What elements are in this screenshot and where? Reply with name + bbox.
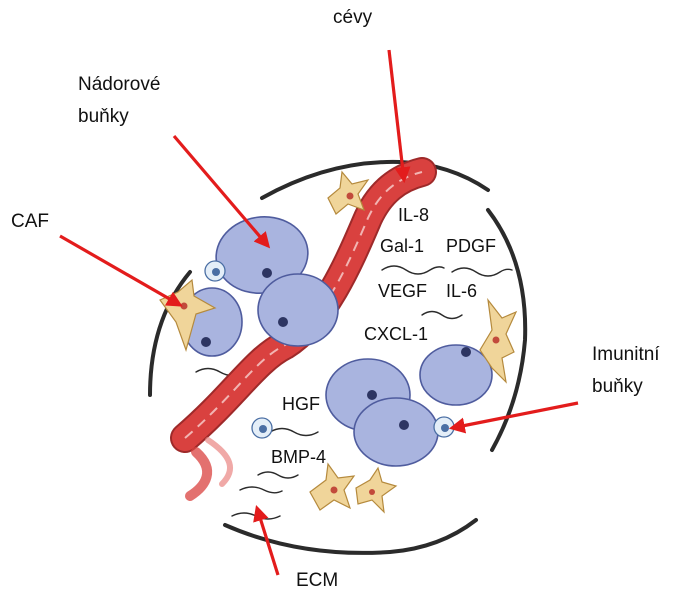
- tumor-cell: [258, 274, 338, 346]
- factor-pdgf: PDGF: [446, 236, 496, 256]
- arrow-imunitni-bunky: [452, 403, 578, 428]
- label-ecm: ECM: [296, 570, 338, 591]
- label-caf: CAF: [11, 211, 49, 232]
- caf-cell: [356, 468, 396, 512]
- caf-cell: [328, 172, 368, 214]
- label-imunitni-line1: Imunitní: [592, 344, 660, 365]
- label-cevy: cévy: [333, 7, 373, 28]
- factor-cxcl1: CXCL-1: [364, 324, 428, 344]
- factor-il8: IL-8: [398, 205, 429, 225]
- factor-vegf: VEGF: [378, 281, 427, 301]
- factor-hgf: HGF: [282, 394, 320, 414]
- label-imunitni-line2: buňky: [592, 376, 643, 397]
- arrow-caf: [60, 236, 180, 305]
- label-nadorove-line1: Nádorové: [78, 74, 160, 95]
- factor-bmp4: BMP-4: [271, 447, 326, 467]
- caf-cell: [310, 464, 354, 510]
- factor-il6: IL-6: [446, 281, 477, 301]
- label-nadorove-line2: buňky: [78, 106, 129, 127]
- arrow-nadorove-bunky: [174, 136, 268, 246]
- tumor-cell: [354, 398, 438, 466]
- factor-gal1: Gal-1: [380, 236, 424, 256]
- tumor-cell: [420, 345, 492, 405]
